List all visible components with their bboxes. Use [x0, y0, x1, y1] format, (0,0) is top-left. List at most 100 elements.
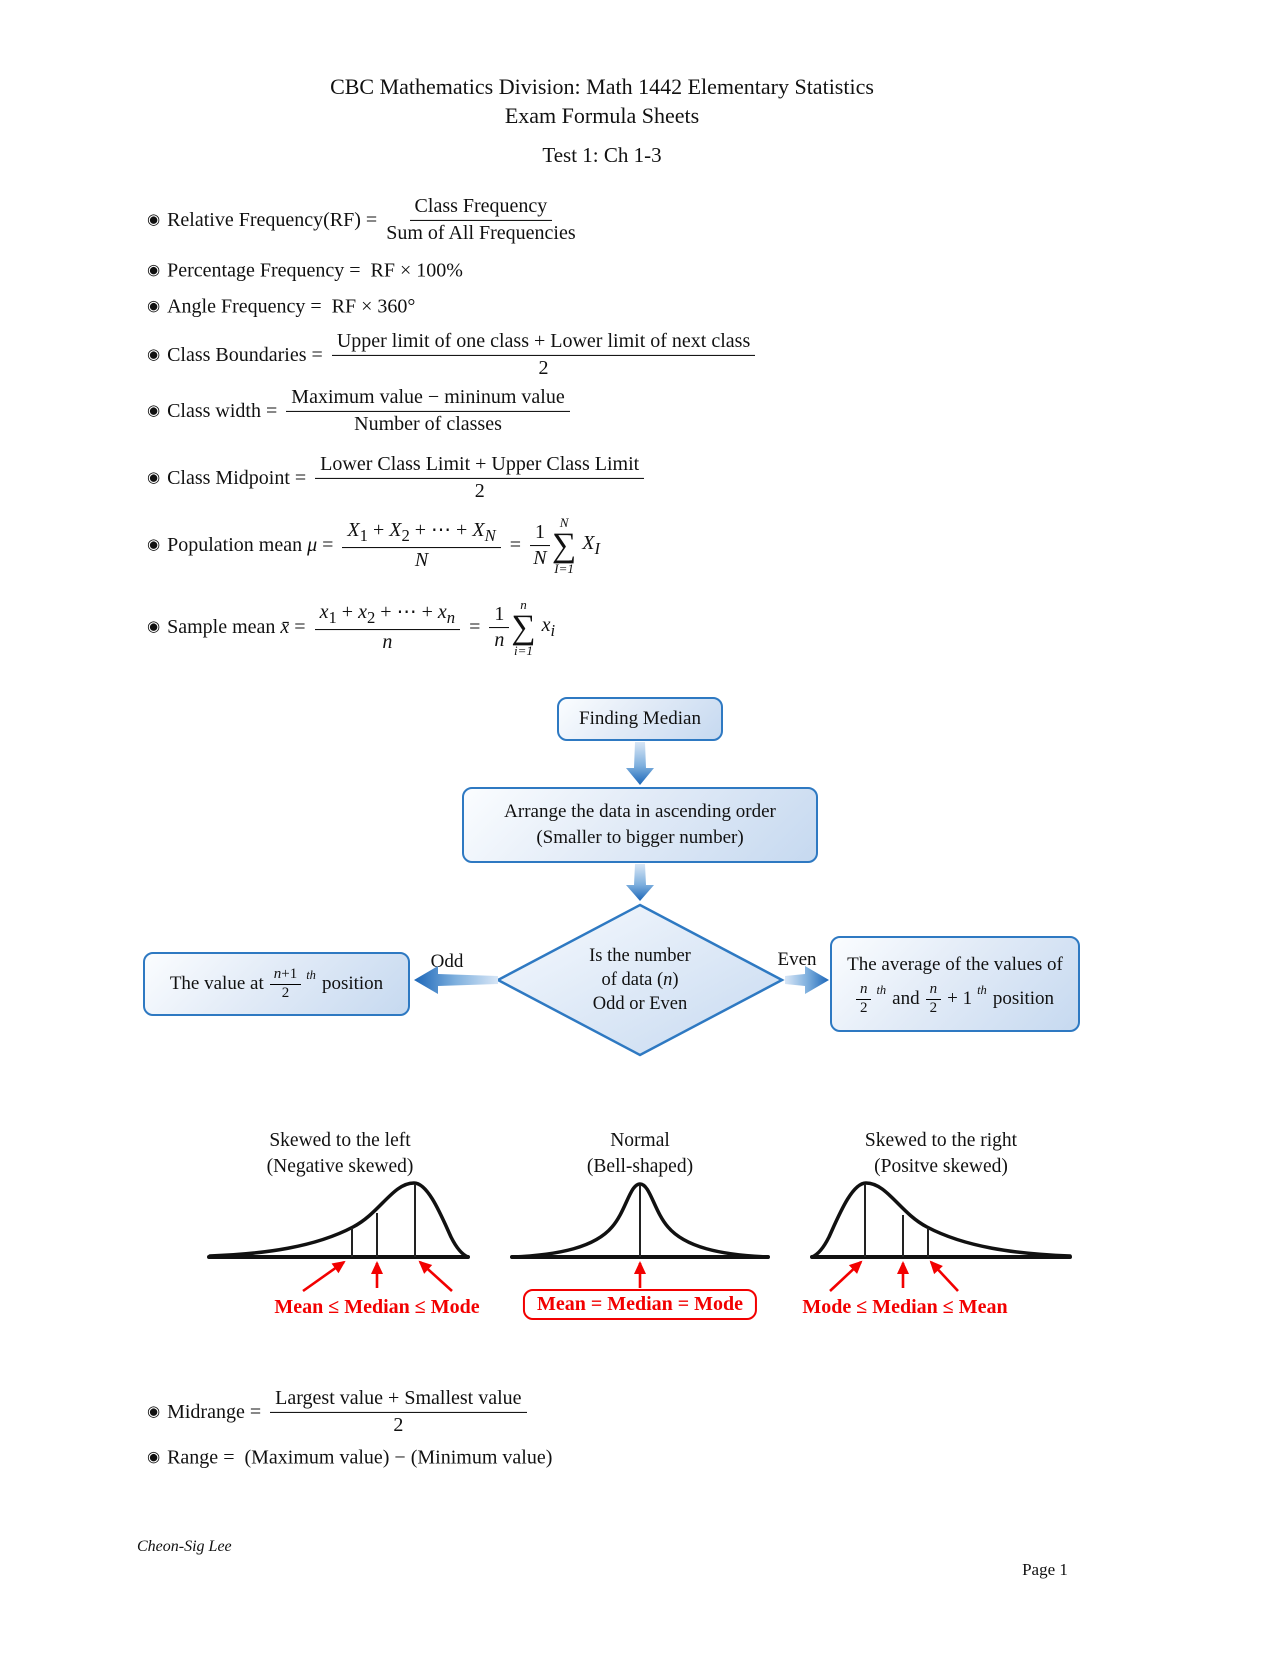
- odd-result-suffix: position: [321, 973, 384, 994]
- fraction-denominator: n: [494, 629, 505, 652]
- footer-page-number: Page 1: [1022, 1560, 1068, 1579]
- red-arrow-icon: [302, 1260, 346, 1293]
- flow-arrow-down-icon: [626, 742, 654, 785]
- bullet-icon: ◉: [147, 346, 161, 363]
- fraction-numerator: Maximum value − mininum value: [286, 386, 570, 412]
- formula-label: Class width =: [167, 399, 278, 422]
- formula-label: Percentage Frequency =: [167, 259, 361, 282]
- fraction: Upper limit of one class + Lower limit o…: [331, 330, 756, 380]
- decision-text: Is the number of data (n) Odd or Even: [495, 902, 785, 1058]
- summation-upper-limit: N: [559, 515, 569, 531]
- fraction: n 2: [855, 981, 872, 1017]
- equals-sign: =: [509, 534, 521, 557]
- bullet-icon: ◉: [147, 469, 161, 486]
- fraction-numerator: n: [855, 981, 872, 1000]
- flowchart-start-node: Finding Median: [557, 697, 723, 741]
- normal-relation-label: Mean = Median = Mode: [522, 1289, 758, 1320]
- right-skew-heading: Skewed to the right (Positve skewed): [865, 1128, 1017, 1180]
- formula-class-boundaries: ◉ Class Boundaries = Upper limit of one …: [147, 330, 756, 380]
- sigma-icon: ∑: [551, 527, 577, 565]
- flowchart-arrange-node: Arrange the data in ascending order (Sma…: [462, 787, 818, 863]
- fraction-numerator: X1 + X2 + ⋯ + XN: [342, 519, 501, 549]
- formula-angle-frequency: ◉ Angle Frequency = RF × 360°: [147, 296, 415, 319]
- fraction: Maximum value − mininum value Number of …: [286, 386, 570, 436]
- summation-upper-limit: n: [520, 597, 527, 613]
- odd-result-prefix: The value at: [169, 973, 264, 994]
- fraction-denominator: Number of classes: [354, 412, 502, 435]
- fraction-denominator: N: [533, 547, 547, 570]
- formula-midrange: ◉ Midrange = Largest value + Smallest va…: [147, 1387, 527, 1437]
- formula-label: Range =: [167, 1446, 235, 1469]
- page-title-line1: CBC Mathematics Division: Math 1442 Elem…: [330, 74, 874, 99]
- red-arrow-icon: [929, 1260, 959, 1292]
- red-arrow-icon: [418, 1260, 453, 1292]
- summation: n ∑ i=1: [511, 597, 536, 658]
- formula-rhs: RF × 360°: [331, 295, 416, 318]
- page-title-line2: Exam Formula Sheets: [504, 103, 700, 128]
- coefficient-fraction: 1 N: [529, 521, 550, 571]
- flow-arrow-right-icon: [785, 966, 829, 994]
- page-subtitle: Test 1: Ch 1-3: [542, 143, 662, 167]
- right-skew-title2: (Positve skewed): [874, 1156, 1008, 1177]
- fraction-denominator: 2: [538, 356, 549, 379]
- summation-term: XI: [582, 532, 600, 559]
- formula-label: Class Midpoint =: [167, 466, 307, 489]
- summation-lower-limit: i=1: [514, 642, 533, 658]
- summation: N ∑ I=1: [551, 515, 577, 576]
- fraction-denominator: 2: [859, 999, 868, 1016]
- bullet-icon: ◉: [147, 537, 161, 554]
- fraction-numerator: Upper limit of one class + Lower limit o…: [331, 330, 756, 356]
- right-skew-title1: Skewed to the right: [864, 1130, 1018, 1151]
- formula-label: Sample mean x̄ =: [167, 616, 306, 639]
- even-branch-label: Even: [777, 949, 817, 970]
- normal-title2: (Bell-shaped): [586, 1156, 694, 1177]
- fraction-denominator: Sum of All Frequencies: [386, 221, 576, 244]
- formula-label: Population mean μ =: [167, 534, 334, 557]
- summation-lower-limit: I=1: [554, 560, 574, 576]
- bullet-icon: ◉: [147, 211, 161, 228]
- left-skew-title2: (Negative skewed): [266, 1156, 414, 1177]
- flow-arrow-down-icon: [626, 864, 654, 901]
- bullet-icon: ◉: [147, 1403, 161, 1420]
- decision-line3: Odd or Even: [592, 994, 688, 1014]
- fraction-numerator: Class Frequency: [409, 195, 553, 221]
- fraction-numerator: Lower Class Limit + Upper Class Limit: [315, 453, 645, 479]
- bullet-icon: ◉: [147, 619, 161, 636]
- sigma-icon: ∑: [511, 609, 536, 647]
- bullet-icon: ◉: [147, 1449, 161, 1466]
- left-skew-curve: [207, 1181, 470, 1293]
- arrange-line2: (Smaller to bigger number): [536, 827, 744, 848]
- formula-population-mean: ◉ Population mean μ = X1 + X2 + ⋯ + XN N…: [147, 515, 600, 576]
- right-skew-relation-label: Mode ≤ Median ≤ Mean: [802, 1296, 1008, 1318]
- even-result-line1: The average of the values of: [847, 953, 1063, 975]
- formula-sample-mean: ◉ Sample mean x̄ = x1 + x2 + ⋯ + xn n = …: [147, 597, 555, 658]
- ordinal-superscript: th: [306, 968, 316, 982]
- fraction-denominator: N: [414, 549, 429, 572]
- flowchart-start-label: Finding Median: [579, 708, 701, 729]
- fraction: n 2: [925, 981, 942, 1017]
- flowchart-decision-diamond: [495, 903, 785, 1057]
- formula-rhs: RF × 100%: [370, 259, 463, 282]
- even-result-and: and: [892, 988, 920, 1009]
- right-skew-curve: [810, 1181, 1072, 1292]
- fraction: Largest value + Smallest value 2: [270, 1387, 527, 1437]
- even-result-suffix: position: [992, 988, 1055, 1009]
- fraction-numerator: Largest value + Smallest value: [270, 1387, 527, 1413]
- fraction-denominator: 2: [929, 999, 938, 1016]
- left-skew-title1: Skewed to the left: [269, 1130, 411, 1151]
- equals-sign: =: [469, 616, 481, 639]
- fraction: X1 + X2 + ⋯ + XN N: [342, 519, 501, 572]
- formula-label: Relative Frequency(RF) =: [167, 208, 378, 231]
- flow-arrow-left-icon: [414, 966, 498, 994]
- fraction-denominator: 2: [393, 1413, 404, 1436]
- fraction-numerator: 1: [489, 603, 510, 629]
- bullet-icon: ◉: [147, 298, 161, 315]
- fraction-numerator: n+1: [269, 966, 302, 985]
- odd-result-node: The value at n+1 2 th position: [143, 952, 410, 1016]
- fraction-numerator: 1: [529, 521, 550, 547]
- left-skew-relation-label: Mean ≤ Median ≤ Mode: [274, 1296, 480, 1318]
- fraction: Lower Class Limit + Upper Class Limit 2: [315, 453, 645, 503]
- formula-range: ◉ Range = (Maximum value) − (Minimum val…: [147, 1447, 552, 1470]
- odd-branch-label: Odd: [430, 951, 464, 972]
